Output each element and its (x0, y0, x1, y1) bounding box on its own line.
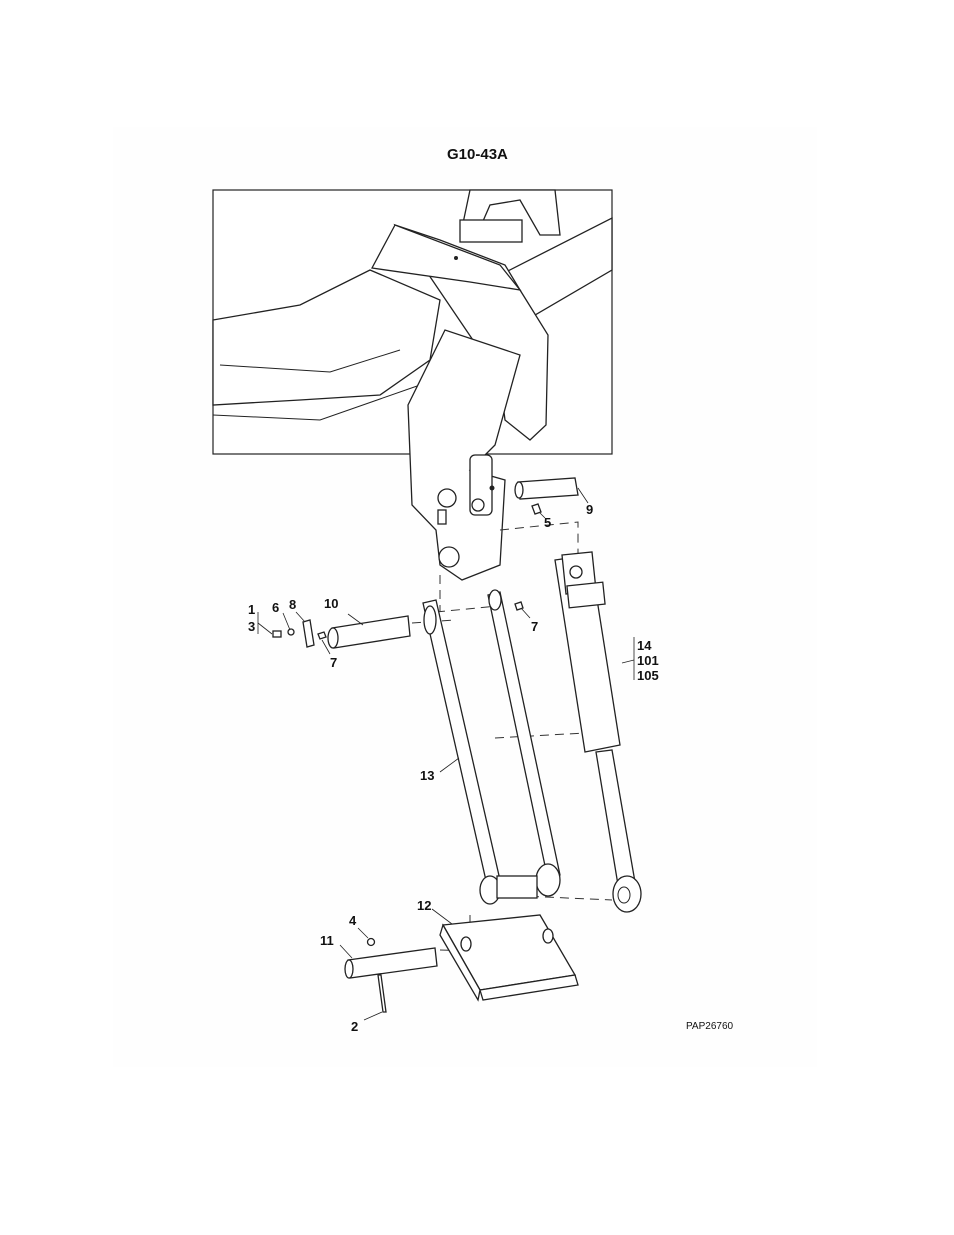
link-arm-13 (423, 590, 560, 904)
pin-10 (328, 614, 410, 648)
callout-2: 2 (351, 1019, 358, 1034)
callout-7a: 7 (330, 655, 337, 670)
pin-9 (515, 478, 588, 503)
callout-6: 6 (272, 600, 279, 615)
callout-105: 105 (637, 668, 659, 683)
callout-3: 3 (248, 619, 255, 634)
callout-8: 8 (289, 597, 296, 612)
callout-1: 1 (248, 602, 255, 617)
callout-13: 13 (420, 768, 434, 783)
callout-101: 101 (637, 653, 659, 668)
callout-7b: 7 (531, 619, 538, 634)
mounting-bracket-12 (432, 909, 578, 1000)
callout-11: 11 (320, 933, 334, 948)
callout-10: 10 (324, 596, 338, 611)
callout-9: 9 (586, 502, 593, 517)
pin-11 (340, 928, 437, 1020)
callout-12: 12 (417, 898, 431, 913)
callout-5: 5 (544, 515, 551, 530)
hydraulic-cylinder (555, 552, 641, 912)
callout-4: 4 (349, 913, 357, 928)
callout-14: 14 (637, 638, 652, 653)
